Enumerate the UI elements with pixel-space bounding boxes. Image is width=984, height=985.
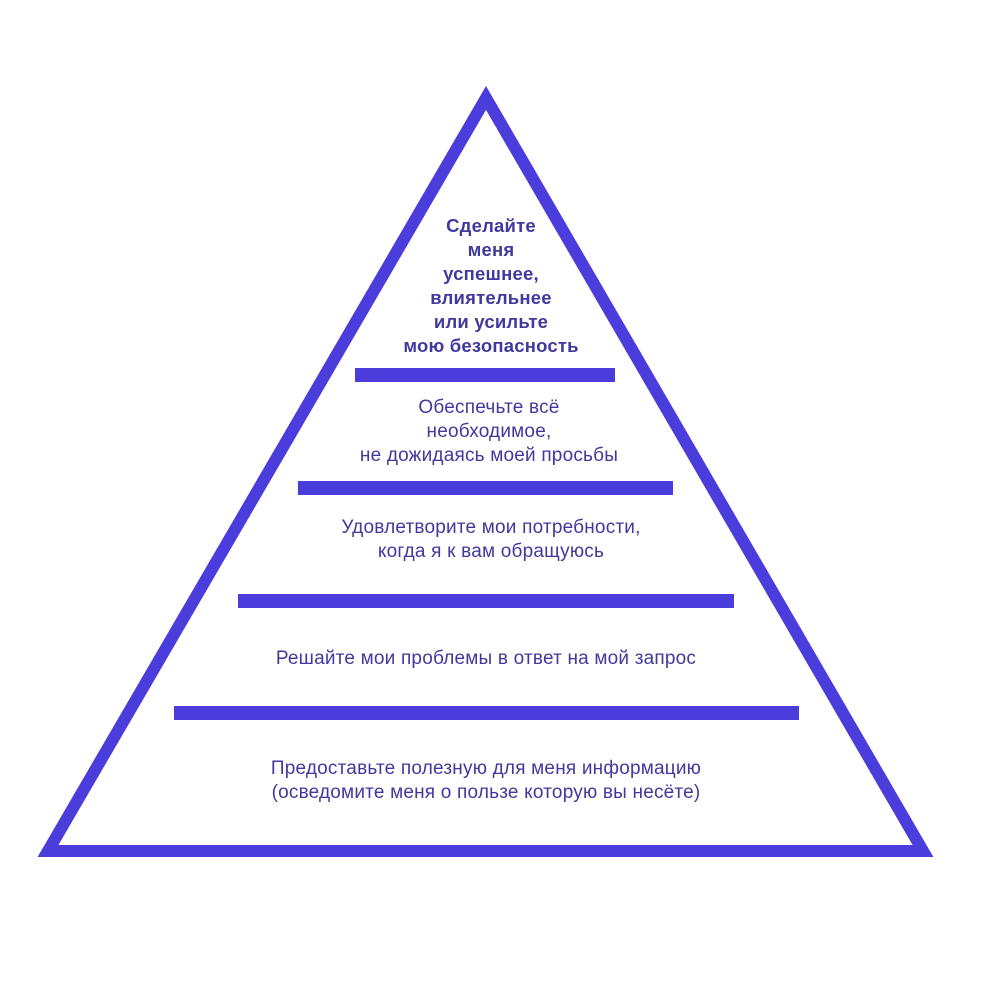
- level-4-text: Решайте мои проблемы в ответ на мой запр…: [275, 648, 697, 669]
- pyramid-outline: [37, 86, 934, 857]
- level-5-text: Предоставьте полезную для меня информаци…: [270, 758, 702, 803]
- level-3-text: Удовлетворите мои потребности, когда я к…: [341, 517, 641, 562]
- level-2-text: Обеспечьте всё необходимое, не дожидаясь…: [359, 397, 619, 466]
- divider-1: [355, 368, 615, 382]
- level-1-text: Сделайте меня успешнее, влиятельнее или …: [403, 215, 579, 356]
- divider-3: [238, 594, 734, 608]
- divider-2: [298, 481, 673, 495]
- divider-4: [174, 706, 799, 720]
